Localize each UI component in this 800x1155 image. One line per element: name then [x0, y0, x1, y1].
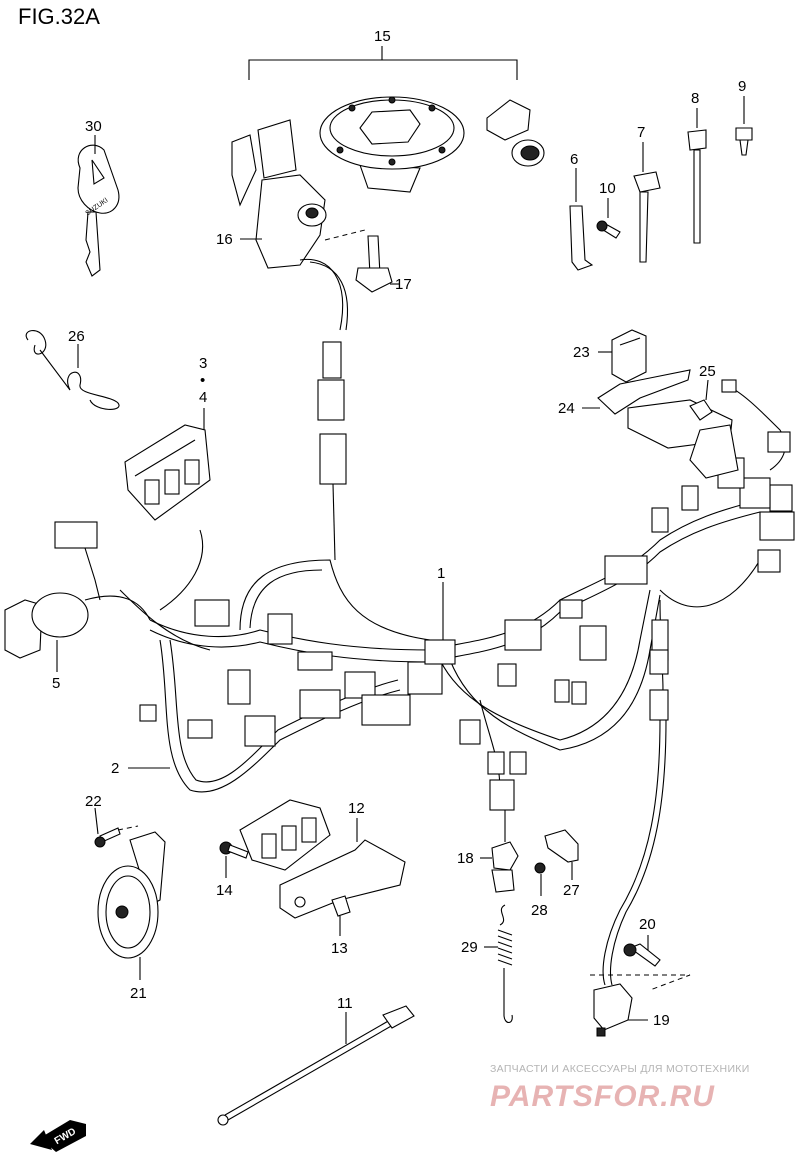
callout-8: 8 [691, 90, 699, 107]
callout-7: 7 [637, 124, 645, 141]
sensor-lead [602, 719, 667, 986]
callout-11: 11 [337, 995, 353, 1012]
callout-19: 19 [653, 1012, 670, 1029]
bolt-22 [94, 827, 121, 848]
right-lead-wire [721, 379, 791, 471]
callout-23: 23 [573, 344, 590, 361]
callout-5: 5 [52, 675, 60, 692]
harness-connectors [139, 457, 795, 811]
group-bracket-15 [248, 59, 518, 80]
callout-16: 16 [216, 231, 233, 248]
callout-18: 18 [457, 850, 474, 867]
callout-15: 15 [374, 28, 391, 45]
horn-21 [97, 831, 166, 959]
clip-13 [331, 895, 351, 917]
bolt-17 [355, 235, 393, 293]
connector-plug-5 [4, 592, 151, 659]
callout-22: 22 [85, 793, 102, 810]
callout-17: 17 [395, 276, 412, 293]
callout-2: 2 [111, 760, 119, 777]
callout-29: 29 [461, 939, 478, 956]
ignition-key: SUZUKI [77, 144, 120, 277]
callout-4: 4 [199, 389, 207, 406]
clip-9 [735, 127, 753, 156]
forward-arrow-icon: FWD [30, 1120, 86, 1152]
ignition-lead-connectors [317, 341, 347, 561]
ignition-switch [231, 119, 348, 331]
fuel-tank-cap [319, 96, 465, 193]
callout-6: 6 [570, 151, 578, 168]
ground-wire-11 [217, 1005, 415, 1126]
bracket-6 [569, 205, 594, 271]
callout-1: 1 [437, 565, 445, 582]
callout-20: 20 [639, 916, 656, 933]
callout-dot: • [200, 372, 205, 389]
spring-clip-26 [25, 330, 120, 410]
callout-10: 10 [599, 180, 616, 197]
callout-21: 21 [130, 985, 147, 1002]
callout-14: 14 [216, 882, 233, 899]
spring-29 [497, 904, 513, 1024]
fuse-box-bracket-12 [279, 839, 406, 919]
callout-27: 27 [563, 882, 580, 899]
screw-10 [596, 220, 621, 239]
screw-14 [219, 841, 249, 859]
fuse-box-lower [239, 799, 331, 871]
callout-24: 24 [558, 400, 575, 417]
main-wiring-harness [119, 499, 761, 793]
callout-9: 9 [738, 78, 746, 95]
bolt-25 [689, 399, 713, 421]
callout-30: 30 [85, 118, 102, 135]
callout-13: 13 [331, 940, 348, 957]
sensor-19 [593, 983, 633, 1037]
relay-bracket-24 [597, 369, 739, 479]
connector-left-upper [54, 521, 101, 601]
cap-hinge-bracket [486, 99, 545, 167]
watermark-logo: PARTSFOR.RU [490, 1080, 715, 1113]
watermark-tagline: ЗАПЧАСТИ И АКСЕССУАРЫ ДЛЯ МОТОТЕХНИКИ [490, 1063, 750, 1075]
relay-23 [611, 329, 647, 383]
figure-title: FIG.32A [18, 4, 100, 29]
bolt-20 [623, 943, 661, 967]
callout-28: 28 [531, 902, 548, 919]
screw-28 [534, 862, 546, 874]
callout-26: 26 [68, 328, 85, 345]
cable-tie-8 [687, 129, 707, 244]
switch-18 [491, 810, 519, 893]
callout-3: 3 [199, 355, 207, 372]
cable-tie-clamp-7 [633, 171, 661, 263]
fuse-box [124, 424, 211, 521]
callout-25: 25 [699, 363, 716, 380]
callout-12: 12 [348, 800, 365, 817]
bracket-27 [544, 829, 579, 863]
